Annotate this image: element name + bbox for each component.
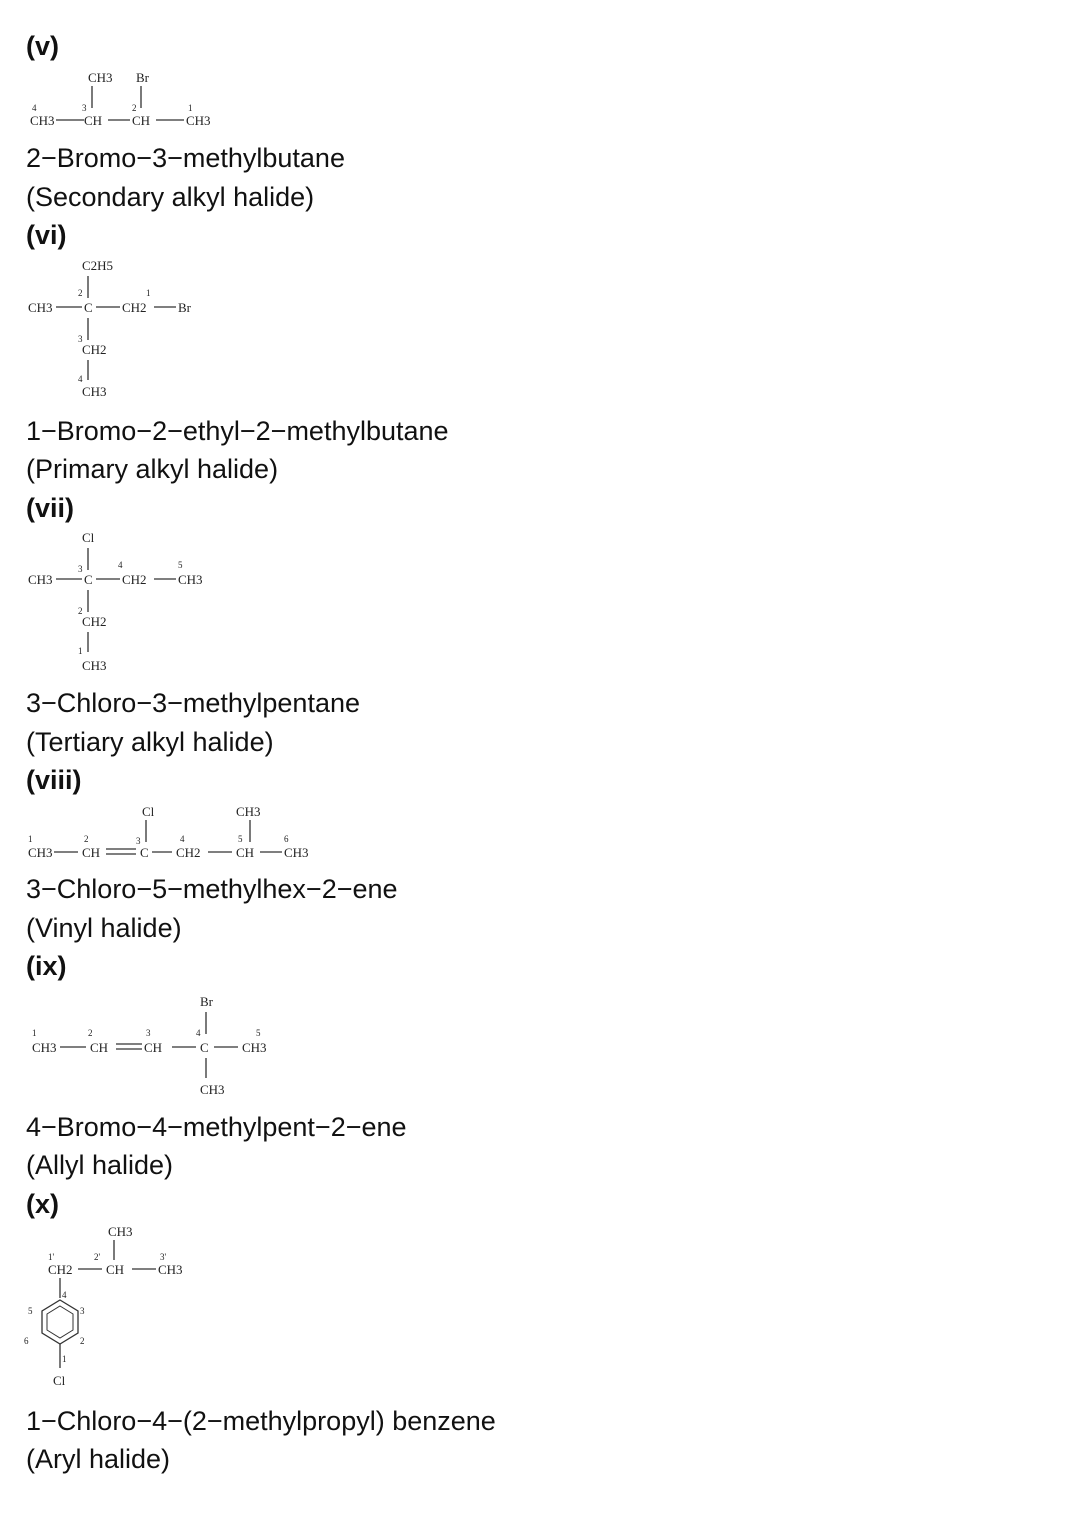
svg-text:C2H5: C2H5 [82,258,113,273]
svg-text:CH3: CH3 [200,1082,225,1097]
atom: Br [136,70,150,85]
svg-text:CH2: CH2 [176,845,201,860]
svg-text:CH3: CH3 [28,572,53,587]
svg-text:Cl: Cl [82,530,95,545]
svg-text:Br: Br [178,300,192,315]
structure-x: CH3 1' 2' 3' CH2 CH CH3 4 5 3 6 2 1 Cl [24,1224,183,1388]
svg-text:CH3: CH3 [82,658,107,673]
svg-text:CH: CH [106,1262,124,1277]
svg-text:1': 1' [48,1252,55,1262]
svg-text:1: 1 [32,1028,37,1038]
svg-text:CH3: CH3 [32,1040,57,1055]
svg-text:2: 2 [88,1028,93,1038]
svg-text:CH2: CH2 [82,342,107,357]
item-label-vi: (vi) [26,220,67,250]
halide-type-x: (Aryl halide) [26,1444,171,1474]
item-label-ix: (ix) [26,951,67,981]
svg-text:3: 3 [80,1306,85,1316]
svg-text:CH: CH [144,1040,162,1055]
svg-text:CH3: CH3 [284,845,309,860]
svg-text:4: 4 [78,374,83,384]
svg-text:5: 5 [256,1028,261,1038]
svg-text:CH3: CH3 [242,1040,267,1055]
svg-text:Br: Br [200,994,214,1009]
svg-text:CH3: CH3 [28,300,53,315]
svg-text:CH3: CH3 [30,113,55,128]
item-label-viii: (viii) [26,765,82,795]
compound-name-x: 1−Chloro−4−(2−methylpropyl) benzene [26,1406,496,1436]
svg-text:6: 6 [284,834,289,844]
svg-text:2': 2' [94,1252,101,1262]
structure-vii: Cl 3 4 5 CH3 C CH2 CH3 2 CH2 1 CH3 [28,530,203,673]
svg-text:CH3: CH3 [82,384,107,399]
svg-text:1: 1 [78,646,83,656]
svg-text:C: C [84,300,93,315]
svg-text:1: 1 [28,834,33,844]
structure-ix: Br 1 2 3 4 5 CH3 CH CH C CH3 CH3 [32,994,267,1097]
compound-name-vi: 1−Bromo−2−ethyl−2−methylbutane [26,416,449,446]
svg-text:CH3: CH3 [108,1224,133,1239]
svg-text:1: 1 [62,1354,67,1364]
halide-type-ix: (Allyl halide) [26,1150,174,1180]
compound-name-ix: 4−Bromo−4−methylpent−2−ene [26,1112,407,1142]
svg-text:5: 5 [238,834,243,844]
halide-type-vii: (Tertiary alkyl halide) [26,727,274,757]
atom: CH3 [88,70,113,85]
svg-text:3: 3 [82,103,87,113]
svg-text:CH3: CH3 [236,804,261,819]
svg-text:1: 1 [146,288,151,298]
svg-text:3: 3 [146,1028,151,1038]
structure-vi: C2H5 2 1 CH3 C CH2 Br 3 CH2 4 CH3 [28,258,192,399]
svg-text:3': 3' [160,1252,167,1262]
svg-text:4: 4 [118,560,123,570]
svg-text:C: C [200,1040,209,1055]
svg-text:Cl: Cl [142,804,155,819]
structure-viii: Cl CH3 1 2 3 4 5 6 CH3 CH C CH2 CH CH3 [28,804,309,860]
svg-text:CH2: CH2 [48,1262,73,1277]
svg-text:3: 3 [78,564,83,574]
svg-text:C: C [84,572,93,587]
svg-text:6: 6 [24,1336,29,1346]
svg-text:5: 5 [178,560,183,570]
svg-text:CH3: CH3 [28,845,53,860]
svg-text:5: 5 [28,1306,33,1316]
svg-text:CH: CH [82,845,100,860]
svg-text:CH3: CH3 [186,113,211,128]
svg-text:4: 4 [62,1290,67,1300]
item-label-vii: (vii) [26,493,75,523]
svg-text:CH: CH [84,113,102,128]
svg-text:C: C [140,845,149,860]
compound-name-v: 2−Bromo−3−methylbutane [26,143,345,173]
compound-name-vii: 3−Chloro−3−methylpentane [26,688,360,718]
svg-text:4: 4 [196,1028,201,1038]
compound-name-viii: 3−Chloro−5−methylhex−2−ene [26,874,398,904]
svg-text:2: 2 [132,103,137,113]
svg-text:CH2: CH2 [82,614,107,629]
svg-text:CH: CH [236,845,254,860]
structure-v: CH3 Br 4 3 2 1 CH3 CH CH CH3 [30,70,211,128]
svg-text:3: 3 [136,836,141,846]
svg-text:CH3: CH3 [158,1262,183,1277]
item-label-x: (x) [26,1189,59,1219]
svg-text:4: 4 [32,103,37,113]
svg-text:CH2: CH2 [122,572,147,587]
svg-text:1: 1 [188,103,193,113]
svg-text:Cl: Cl [53,1373,66,1388]
svg-text:2: 2 [78,288,83,298]
halide-type-viii: (Vinyl halide) [26,913,182,943]
svg-text:CH3: CH3 [178,572,203,587]
svg-text:CH: CH [90,1040,108,1055]
svg-text:2: 2 [80,1336,85,1346]
halide-type-vi: (Primary alkyl halide) [26,454,279,484]
svg-text:2: 2 [78,606,83,616]
svg-text:2: 2 [84,834,89,844]
svg-text:CH2: CH2 [122,300,147,315]
svg-text:3: 3 [78,334,83,344]
svg-text:4: 4 [180,834,185,844]
svg-text:CH: CH [132,113,150,128]
halide-type-v: (Secondary alkyl halide) [26,182,315,212]
item-label-v: (v) [26,31,59,61]
